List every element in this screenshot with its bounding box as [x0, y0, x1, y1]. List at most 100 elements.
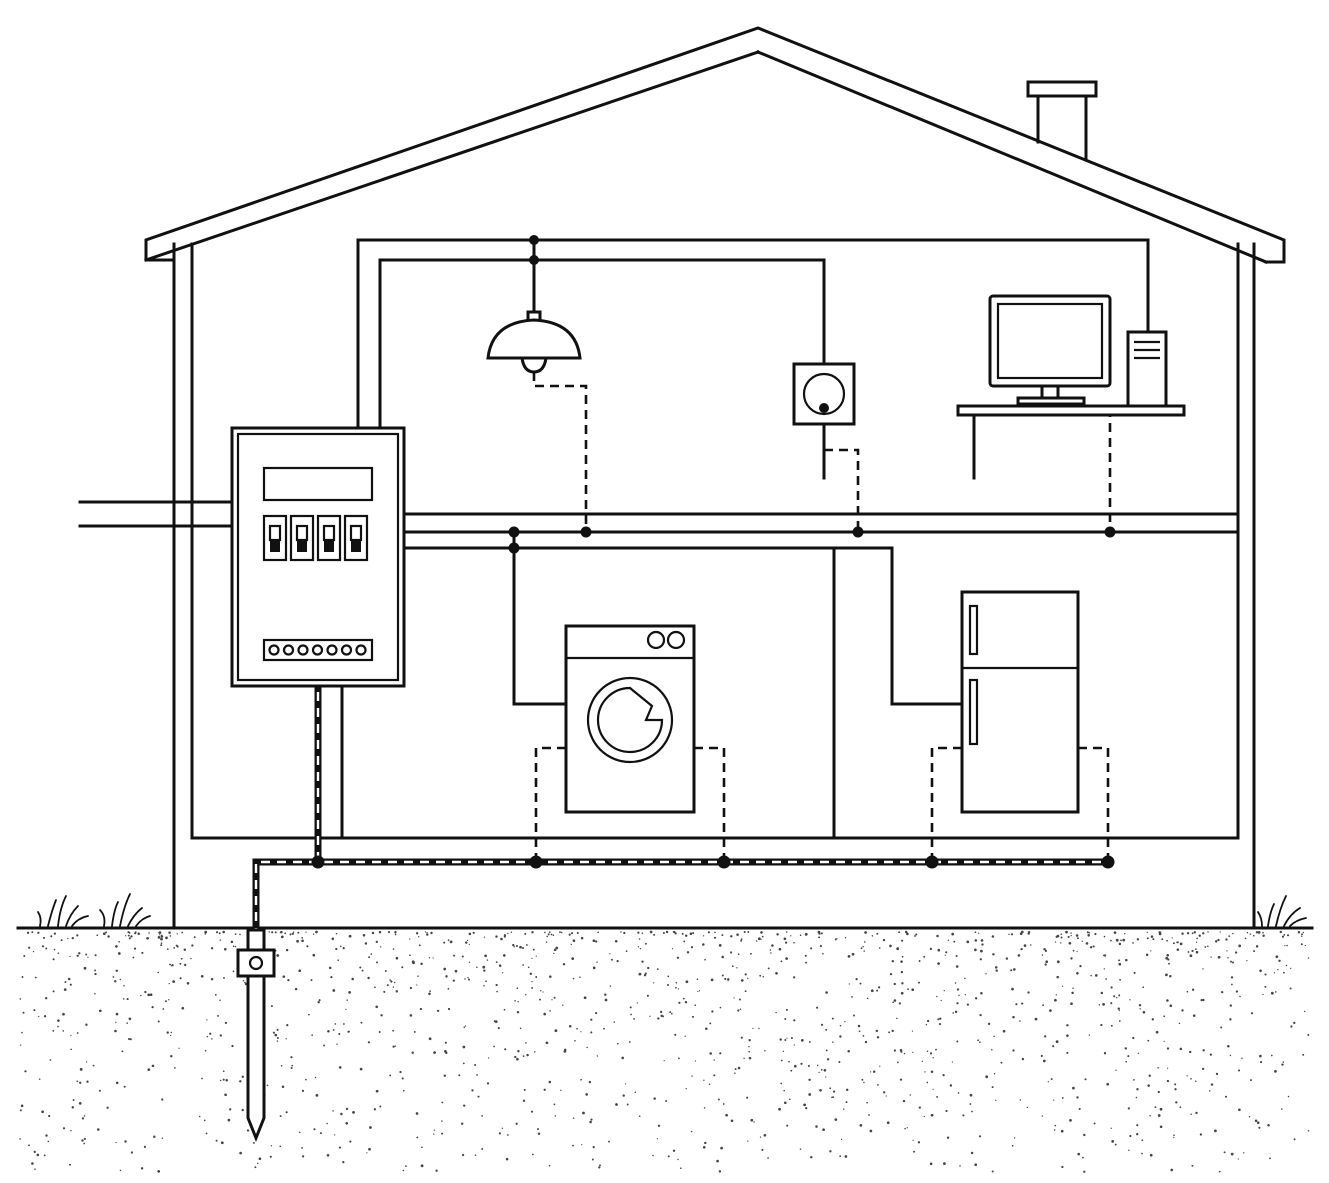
soil-speck — [338, 1032, 341, 1036]
soil-speck — [395, 990, 399, 993]
soil-speck — [231, 1044, 234, 1048]
soil-speck — [694, 1060, 697, 1062]
soil-speck — [428, 992, 431, 996]
soil-speck — [1237, 1069, 1241, 1072]
soil-speck — [1090, 974, 1092, 977]
soil-speck — [589, 1120, 592, 1124]
soil-speck — [280, 935, 284, 939]
soil-speck — [1087, 934, 1090, 937]
breaker-switch — [316, 514, 342, 562]
soil-speck — [1176, 948, 1180, 951]
soil-speck — [1043, 947, 1046, 951]
soil-speck — [853, 1014, 855, 1017]
soil-speck — [45, 997, 48, 1000]
soil-speck — [394, 933, 397, 936]
soil-speck — [860, 947, 863, 950]
soil-speck — [649, 1015, 651, 1017]
soil-speck — [995, 969, 998, 972]
soil-speck — [630, 1013, 632, 1016]
soil-speck — [590, 1031, 593, 1034]
soil-speck — [123, 1085, 126, 1088]
soil-speck — [313, 1128, 316, 1131]
soil-speck — [285, 948, 289, 952]
soil-speck — [663, 1060, 665, 1062]
soil-speck — [1169, 975, 1172, 978]
soil-speck — [1081, 940, 1083, 942]
soil-speck — [222, 1078, 225, 1081]
soil-speck — [1118, 1010, 1120, 1012]
soil-speck — [1281, 935, 1285, 938]
soil-speck — [964, 977, 966, 980]
soil-speck — [937, 962, 940, 965]
soil-speck — [1167, 1067, 1169, 1069]
soil-speck — [1238, 1108, 1241, 1112]
soil-speck — [279, 1115, 282, 1118]
soil-speck — [204, 933, 207, 935]
soil-speck — [1307, 1034, 1310, 1036]
soil-speck — [716, 1159, 719, 1163]
soil-speck — [118, 940, 120, 943]
soil-speck — [1286, 944, 1288, 947]
soil-speck — [498, 964, 502, 967]
soil-speck — [1230, 976, 1234, 979]
soil-speck — [362, 934, 366, 937]
soil-speck — [336, 1043, 338, 1045]
soil-speck — [739, 1008, 742, 1011]
soil-speck — [468, 932, 472, 936]
soil-speck — [1133, 971, 1136, 974]
soil-speck — [646, 994, 649, 997]
soil-speck — [1228, 935, 1231, 937]
soil-speck — [1273, 972, 1276, 974]
soil-speck — [702, 943, 705, 946]
soil-speck — [432, 957, 434, 959]
soil-speck — [1077, 937, 1079, 940]
soil-speck — [544, 931, 546, 934]
soil-speck — [21, 1031, 23, 1034]
soil-speck — [117, 952, 121, 955]
soil-speck — [1148, 1074, 1151, 1077]
soil-speck — [818, 936, 821, 939]
soil-speck — [923, 1115, 925, 1118]
soil-speck — [198, 1115, 201, 1118]
soil-speck — [217, 1014, 220, 1017]
soil-speck — [740, 939, 743, 942]
soil-speck — [864, 941, 866, 943]
soil-speck — [909, 1094, 912, 1096]
soil-speck — [158, 934, 161, 936]
soil-speck — [153, 1135, 156, 1139]
soil-speck — [537, 1132, 541, 1136]
soil-speck — [581, 1144, 583, 1146]
soil-speck — [76, 934, 79, 937]
soil-speck — [555, 946, 559, 950]
soil-speck — [495, 935, 498, 938]
soil-speck — [1050, 1078, 1053, 1081]
soil-speck — [1175, 1101, 1178, 1104]
soil-speck — [674, 1033, 677, 1036]
soil-speck — [918, 981, 920, 984]
soil-speck — [677, 988, 680, 990]
soil-speck — [818, 1071, 820, 1074]
soil-speck — [734, 1072, 736, 1075]
soil-speck — [148, 932, 150, 934]
soil-speck — [759, 974, 762, 977]
soil-speck — [62, 1127, 66, 1130]
soil-speck — [637, 931, 640, 934]
soil-speck — [1219, 931, 1221, 933]
soil-speck — [1061, 1165, 1064, 1169]
soil-speck — [847, 1050, 850, 1053]
soil-speck — [730, 951, 733, 954]
soil-speck — [389, 979, 391, 981]
soil-speck — [913, 1150, 916, 1153]
soil-speck — [595, 940, 598, 943]
soil-speck — [1302, 1053, 1305, 1056]
soil-speck — [780, 960, 783, 963]
soil-speck — [1019, 1020, 1021, 1022]
soil-speck — [292, 931, 295, 933]
soil-speck — [402, 1169, 405, 1172]
soil-speck — [744, 990, 747, 993]
soil-speck — [1188, 1050, 1192, 1054]
soil-speck — [576, 931, 579, 935]
soil-speck — [591, 1158, 594, 1161]
soil-speck — [1209, 1053, 1213, 1056]
soil-speck — [1054, 941, 1057, 943]
